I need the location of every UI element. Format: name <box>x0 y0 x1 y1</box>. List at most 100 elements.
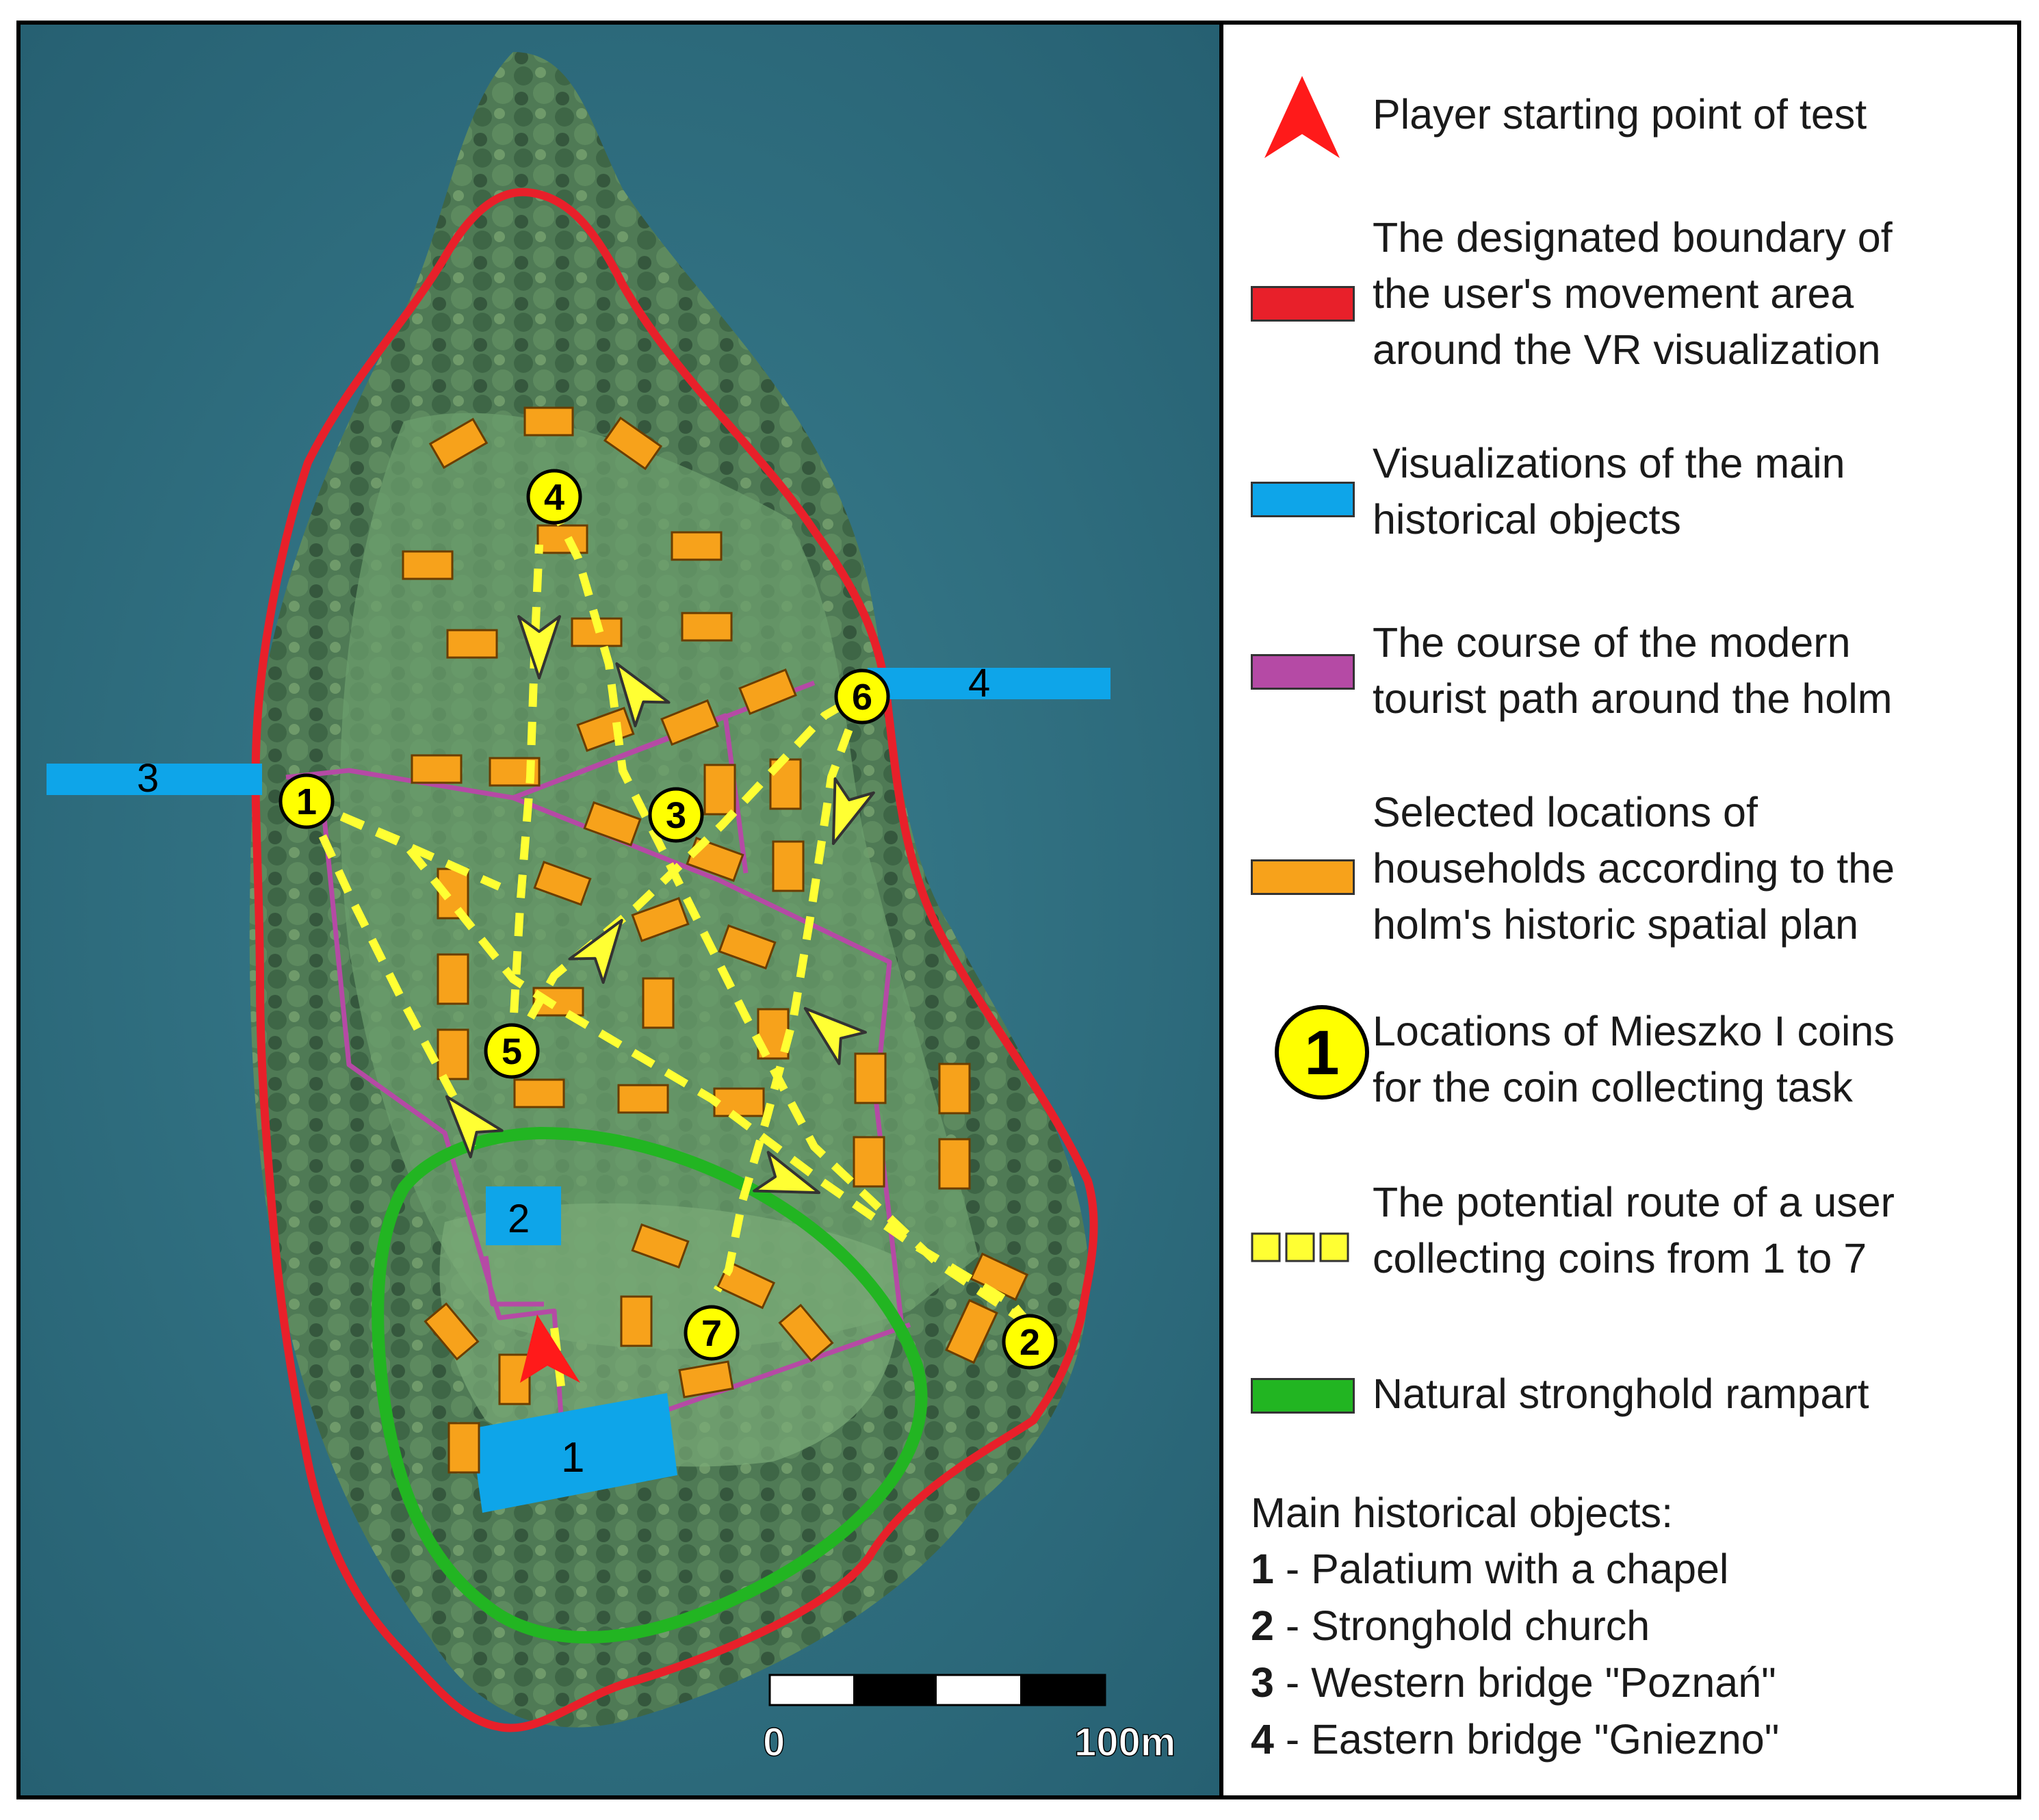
household-marker <box>428 417 489 469</box>
object-text: - Western bridge "Poznań" <box>1273 1659 1776 1706</box>
household-marker <box>945 1299 998 1364</box>
legend-panel: Player starting point of test The design… <box>1223 25 2017 1795</box>
household-marker <box>671 531 723 561</box>
household-marker <box>660 699 719 746</box>
household-marker <box>681 612 733 642</box>
scale-start: 0 <box>763 1720 785 1765</box>
household-marker <box>447 1422 480 1474</box>
route-swatch <box>1251 1232 1349 1262</box>
route-arrows <box>445 615 875 1195</box>
palatium-object: 1 <box>471 1393 677 1513</box>
player-start-marker <box>520 1314 580 1383</box>
visualization-swatch <box>1251 482 1355 517</box>
object-text: - Palatium with a chapel <box>1273 1546 1729 1592</box>
eastern-bridge-label: 4 <box>968 661 990 705</box>
scale-end: 100m <box>1074 1720 1176 1765</box>
household-marker <box>576 706 635 753</box>
coin-marker: 3 <box>648 787 704 843</box>
church-label: 2 <box>508 1197 530 1241</box>
household-marker <box>533 860 592 907</box>
household-marker <box>938 1138 971 1190</box>
eastern-bridge <box>868 668 1111 699</box>
object-text: - Stronghold church <box>1273 1602 1650 1649</box>
household-marker <box>778 1303 834 1362</box>
object-num: 2 <box>1251 1602 1274 1649</box>
legend-rampart-text: Natural stronghold rampart <box>1373 1370 1869 1417</box>
coin-label: 6 <box>852 677 872 718</box>
household-marker <box>631 896 690 943</box>
object-line-4: 4 - Eastern bridge "Gniezno" <box>1251 1715 1779 1763</box>
household-marker <box>620 1295 653 1347</box>
objects-title: Main historical objects: <box>1251 1490 1674 1536</box>
route-segment <box>508 544 543 1052</box>
household-marker <box>536 524 588 554</box>
western-bridge-label: 3 <box>137 756 159 801</box>
legend-households-text: Selected locations of households accordi… <box>1373 789 1895 948</box>
coin-label: 4 <box>544 477 564 518</box>
map-panel: 3 4 1 2 <box>21 25 1223 1795</box>
route-arrow-icon <box>615 662 671 727</box>
route-segment <box>550 1327 565 1387</box>
household-marker <box>523 406 574 437</box>
household-marker <box>424 1302 480 1361</box>
household-marker <box>853 1136 885 1188</box>
household-marker <box>617 1084 669 1114</box>
route-arrow-icon <box>445 1095 504 1158</box>
route-segment <box>543 495 1033 1328</box>
coin-label: 3 <box>666 795 686 836</box>
route-arrow-icon <box>568 919 623 984</box>
route-arrow-icon <box>517 615 561 679</box>
coin-marker: 6 <box>834 668 890 725</box>
object-line-2: 2 - Stronghold church <box>1251 1602 1650 1650</box>
household-marker <box>402 550 454 580</box>
figure-frame: 3 4 1 2 <box>16 21 2021 1799</box>
household-marker <box>631 1223 690 1269</box>
scale-bar: 0 100m <box>762 1674 1176 1765</box>
route-arrow-icon <box>803 1006 867 1065</box>
household-marker <box>703 764 736 816</box>
coin-marker: 1 <box>278 773 335 829</box>
object-num: 1 <box>1251 1546 1274 1592</box>
church-object: 2 <box>486 1186 561 1245</box>
coin-marker: 5 <box>484 1023 540 1079</box>
route-arrow-icon <box>753 1151 820 1195</box>
object-line-1: 1 - Palatium with a chapel <box>1251 1545 1728 1593</box>
coin-icon-digit: 1 <box>1304 1018 1339 1088</box>
coin-label: 7 <box>701 1313 722 1354</box>
palatium-label: 1 <box>561 1434 584 1481</box>
household-marker <box>772 840 805 892</box>
object-num: 4 <box>1251 1716 1274 1763</box>
object-text: - Eastern bridge "Gniezno" <box>1273 1716 1780 1763</box>
object-line-3: 3 - Western bridge "Poznań" <box>1251 1659 1776 1706</box>
household-marker <box>513 1078 565 1108</box>
household-marker <box>446 629 498 659</box>
household-marker <box>642 977 675 1029</box>
legend-visualizations-text: Visualizations of the main historical ob… <box>1373 440 1845 543</box>
coin-marker: 7 <box>684 1305 740 1361</box>
path-swatch <box>1251 654 1355 690</box>
legend-start-text: Player starting point of test <box>1373 91 1867 138</box>
legend-coins-text: Locations of Mieszko I coins for the coi… <box>1373 1008 1895 1110</box>
household-marker <box>718 924 777 970</box>
aerial-map: 3 4 1 2 <box>21 25 1219 1795</box>
legend-boundary-text: The designated boundary of the user's mo… <box>1373 214 1893 373</box>
households <box>402 406 1029 1474</box>
route-arrow-icon <box>831 777 875 845</box>
household-marker <box>437 953 469 1005</box>
route-segment <box>304 797 502 891</box>
household-marker <box>938 1063 971 1115</box>
household-marker <box>854 1052 887 1104</box>
household-marker <box>498 1353 531 1405</box>
household-marker <box>437 1028 469 1080</box>
legend-path-text: The course of the modern tourist path ar… <box>1373 619 1893 722</box>
legend-route-text: The potential route of a user collecting… <box>1373 1179 1895 1282</box>
household-marker <box>716 1260 776 1310</box>
western-bridge <box>47 764 262 795</box>
red-arrow-icon <box>1264 76 1340 158</box>
coin-marker: 4 <box>526 469 582 525</box>
household-marker <box>583 801 642 847</box>
route-segment <box>713 692 866 1292</box>
boundary-swatch <box>1251 286 1355 322</box>
household-marker <box>713 1087 765 1117</box>
rampart-swatch <box>1251 1378 1355 1414</box>
